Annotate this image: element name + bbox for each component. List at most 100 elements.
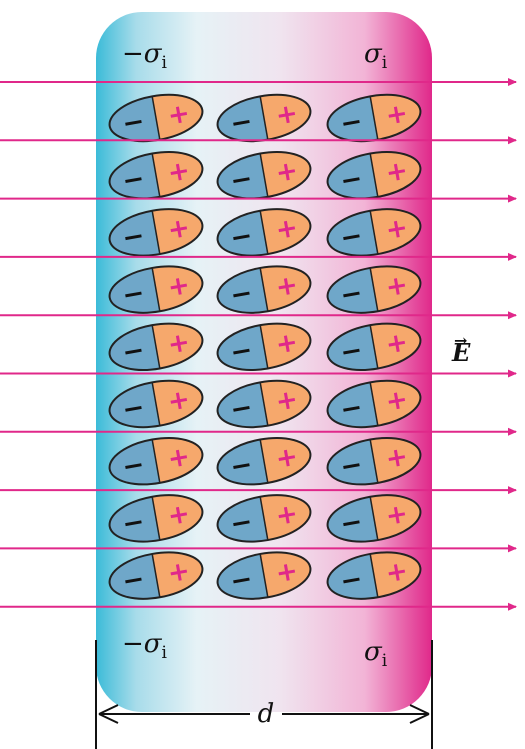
dipole-divider <box>369 382 379 426</box>
positive-sign: + <box>273 327 300 360</box>
positive-sign: + <box>273 270 300 303</box>
thickness-dimension: d <box>95 640 433 749</box>
positive-sign: + <box>165 213 192 246</box>
dipole-divider <box>151 496 161 541</box>
dipole-outline <box>216 379 312 429</box>
dipole-divider <box>151 96 161 140</box>
negative-sign: − <box>338 221 365 254</box>
dipole-outline <box>216 322 312 371</box>
negative-sign: − <box>228 564 255 597</box>
dipole-divider <box>259 382 269 426</box>
positive-sign: + <box>273 213 300 246</box>
dipole-outline <box>326 379 422 429</box>
negative-sign: − <box>228 507 255 540</box>
sigma-bottom-left-label: −σi <box>122 629 168 663</box>
dipole-outline <box>108 265 204 314</box>
dipole-divider <box>151 267 161 312</box>
dipole-divider <box>369 210 379 255</box>
negative-sign: − <box>228 221 255 254</box>
dipole-outline <box>326 437 422 486</box>
negative-sign: − <box>120 564 147 597</box>
dipole-divider <box>151 382 161 426</box>
electric-field-lines <box>0 78 517 611</box>
dipole-outline <box>216 551 312 600</box>
dipole-outline <box>216 208 312 257</box>
positive-sign: + <box>383 327 410 360</box>
field-vector-arrow: → <box>454 331 467 350</box>
dipole-divider <box>369 153 379 197</box>
positive-sign: + <box>383 98 410 131</box>
dipole-divider <box>369 267 379 312</box>
negative-sign: − <box>338 392 365 425</box>
dipole-divider <box>259 96 269 140</box>
negative-sign: − <box>120 164 147 197</box>
dipole-divider <box>369 96 379 140</box>
sigma-top-right-label: σi <box>364 39 388 73</box>
positive-sign: + <box>165 98 192 131</box>
negative-sign: − <box>120 335 147 368</box>
negative-sign: − <box>338 507 365 540</box>
dipole-outline <box>326 151 422 200</box>
sigma-top-left-sign: − <box>122 39 144 69</box>
dipole-outline <box>108 494 204 543</box>
negative-sign: − <box>228 335 255 368</box>
dipole-divider <box>259 325 269 369</box>
positive-sign: + <box>165 156 192 189</box>
dipole-divider <box>259 210 269 255</box>
positive-sign: + <box>165 384 192 417</box>
dipole-outline <box>108 551 204 600</box>
positive-sign: + <box>273 442 300 475</box>
positive-sign: + <box>273 556 300 589</box>
dipole-outline <box>108 208 204 257</box>
dipole-divider <box>369 496 379 541</box>
dipole-outline <box>326 322 422 371</box>
sigma-bottom-left-sign: − <box>122 629 144 659</box>
dipole-divider <box>151 553 161 598</box>
dipole-outline <box>216 151 312 200</box>
positive-sign: + <box>383 556 410 589</box>
dipole-molecule: −+ <box>213 488 315 549</box>
dipole-divider <box>259 496 269 541</box>
positive-sign: + <box>165 442 192 475</box>
negative-sign: − <box>338 164 365 197</box>
negative-sign: − <box>228 106 255 139</box>
sigma-bottom-right-subscript: i <box>382 651 388 671</box>
negative-sign: − <box>120 106 147 139</box>
field-vector-label: → E <box>451 331 471 367</box>
dipole-outline <box>108 151 204 200</box>
negative-sign: − <box>228 164 255 197</box>
negative-sign: − <box>120 392 147 425</box>
negative-sign: − <box>228 392 255 425</box>
sigma-bottom-left-subscript: i <box>162 643 168 663</box>
positive-sign: + <box>273 156 300 189</box>
negative-sign: − <box>120 221 147 254</box>
positive-sign: + <box>383 442 410 475</box>
dipole-molecule: −+ <box>105 259 207 320</box>
dipole-divider <box>259 553 269 598</box>
sigma-bottom-right-label: σi <box>364 637 388 671</box>
sigma-bottom-right-symbol: σ <box>364 637 383 667</box>
dipole-divider <box>151 210 161 255</box>
negative-sign: − <box>228 450 255 483</box>
positive-sign: + <box>383 213 410 246</box>
field-vector-symbol: E <box>451 338 471 367</box>
dipole-divider <box>259 267 269 312</box>
dipole-outline <box>216 265 312 314</box>
positive-sign: + <box>383 499 410 532</box>
positive-sign: + <box>165 556 192 589</box>
negative-sign: − <box>338 278 365 311</box>
negative-sign: − <box>338 335 365 368</box>
negative-sign: − <box>120 507 147 540</box>
dipole-outline <box>108 379 204 429</box>
negative-sign: − <box>120 450 147 483</box>
negative-sign: − <box>338 106 365 139</box>
dipole-divider <box>151 439 161 483</box>
positive-sign: + <box>273 98 300 131</box>
dimension-left-arrowhead <box>98 704 119 724</box>
positive-sign: + <box>273 499 300 532</box>
dipole-divider <box>369 439 379 483</box>
sigma-top-left-label: −σi <box>122 39 168 73</box>
negative-sign: − <box>228 278 255 311</box>
positive-sign: + <box>383 156 410 189</box>
dipole-molecules: −+−+−+−+−+−+−+−+−+−+−+−+−+−+−+−+−+−+−+−+… <box>105 88 425 606</box>
